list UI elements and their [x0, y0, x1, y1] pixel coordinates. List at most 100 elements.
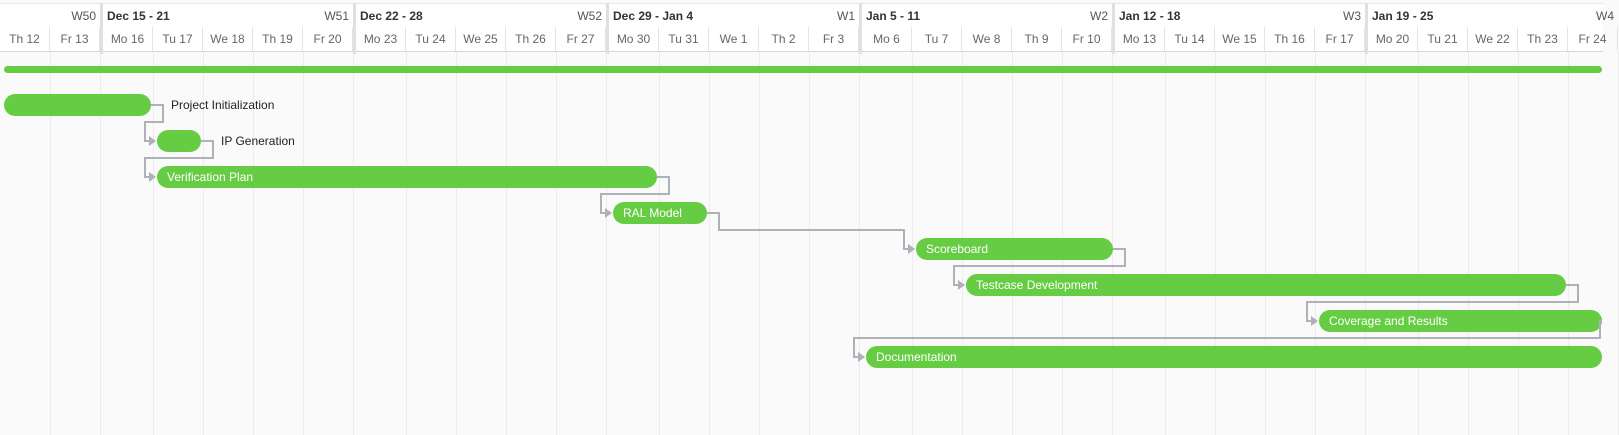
grid-line [859, 52, 860, 435]
week-range-label: Jan 5 - 11 [866, 9, 921, 23]
dependency-link[interactable] [1306, 284, 1579, 322]
grid-line [456, 52, 457, 435]
dependency-link[interactable] [707, 212, 914, 250]
day-cell: Tu 21 [1418, 27, 1468, 51]
week-range-label: Dec 22 - 28 [360, 9, 423, 23]
day-cell: Tu 31 [659, 27, 709, 51]
grid-line [506, 52, 507, 435]
dependency-link[interactable] [600, 176, 670, 214]
grid-line [406, 52, 407, 435]
arrow-head-icon [858, 352, 865, 362]
day-cell: Tu 14 [1165, 27, 1215, 51]
arrow-head-icon [908, 244, 915, 254]
day-cell: Th 12 [0, 27, 50, 51]
grid-line [153, 52, 154, 435]
day-cell: Th 9 [1012, 27, 1062, 51]
grid-line [1365, 52, 1366, 435]
week-number-label: W52 [577, 9, 602, 23]
grid-line [1568, 52, 1569, 435]
task-label: Scoreboard [926, 242, 989, 256]
task-label: IP Generation [221, 134, 295, 148]
day-cell: Mo 30 [609, 27, 659, 51]
week-number-label: W1 [837, 9, 855, 23]
dependency-link[interactable] [144, 104, 164, 142]
week-number-label: W2 [1090, 9, 1108, 23]
day-cell: Fr 24 [1568, 27, 1618, 51]
grid-line [606, 52, 607, 435]
week-number-label: W4 [1596, 9, 1614, 23]
grid-line [1215, 52, 1216, 435]
day-cell: We 15 [1215, 27, 1265, 51]
task-bar[interactable] [157, 130, 201, 152]
day-cell: Fr 3 [809, 27, 859, 51]
grid-line [50, 52, 51, 435]
task-bar[interactable]: Verification Plan [157, 166, 657, 188]
day-cell: Mo 16 [103, 27, 153, 51]
grid-line [1165, 52, 1166, 435]
project-summary-bar[interactable] [4, 66, 1602, 73]
grid-line [1418, 52, 1419, 435]
grid-line [353, 52, 354, 435]
week-cell: Jan 12 - 18 W3 [1115, 4, 1365, 27]
arrow-head-icon [958, 280, 965, 290]
week-number-label: W3 [1343, 9, 1361, 23]
week-cell: Jan 5 - 11 W2 [862, 4, 1112, 27]
grid-line [203, 52, 204, 435]
day-cell: Fr 13 [50, 27, 100, 51]
dependency-link[interactable] [144, 140, 214, 178]
day-cell: Mo 13 [1115, 27, 1165, 51]
task-bar[interactable]: Scoreboard [916, 238, 1113, 260]
day-cell: Tu 24 [406, 27, 456, 51]
grid-line [912, 52, 913, 435]
task-label: Project Initialization [171, 98, 275, 112]
arrow-head-icon [605, 208, 612, 218]
day-cell: Th 26 [506, 27, 556, 51]
day-cell: We 8 [962, 27, 1012, 51]
day-cell: We 18 [203, 27, 253, 51]
grid-line [303, 52, 304, 435]
task-bar[interactable]: Testcase Development [966, 274, 1566, 296]
task-bar[interactable]: Coverage and Results [1319, 310, 1602, 332]
day-cell: Tu 17 [153, 27, 203, 51]
week-separator [1112, 3, 1115, 54]
week-separator [859, 3, 862, 54]
grid-line [253, 52, 254, 435]
week-range-label: Jan 19 - 25 [1372, 9, 1434, 23]
arrow-head-icon [149, 172, 156, 182]
task-label: RAL Model [623, 206, 682, 220]
grid-line [100, 52, 101, 435]
dependency-link[interactable] [953, 248, 1126, 286]
grid-line [759, 52, 760, 435]
grid-line [1112, 52, 1113, 435]
day-cell: Fr 20 [303, 27, 353, 51]
week-range-label: Jan 12 - 18 [1119, 9, 1181, 23]
task-label: Documentation [876, 350, 957, 364]
day-cell: We 1 [709, 27, 759, 51]
day-cell: Mo 20 [1368, 27, 1418, 51]
day-cell: Fr 10 [1062, 27, 1112, 51]
arrow-head-icon [149, 136, 156, 146]
day-cell: Th 2 [759, 27, 809, 51]
day-cell: Th 23 [1518, 27, 1568, 51]
task-label: Verification Plan [167, 170, 254, 184]
task-bar[interactable]: Documentation [866, 346, 1602, 368]
grid-line [1518, 52, 1519, 435]
task-label: Testcase Development [976, 278, 1098, 292]
task-bar[interactable]: RAL Model [613, 202, 707, 224]
week-number-label: W50 [71, 9, 96, 23]
week-number-label: W51 [324, 9, 349, 23]
grid-line [1315, 52, 1316, 435]
task-bar[interactable] [4, 94, 151, 116]
week-separator [100, 3, 103, 54]
dependency-link[interactable] [853, 320, 1602, 358]
day-cell: We 25 [456, 27, 506, 51]
week-cell: Dec 22 - 28 W52 [356, 4, 606, 27]
week-separator [606, 3, 609, 54]
grid-line [1468, 52, 1469, 435]
